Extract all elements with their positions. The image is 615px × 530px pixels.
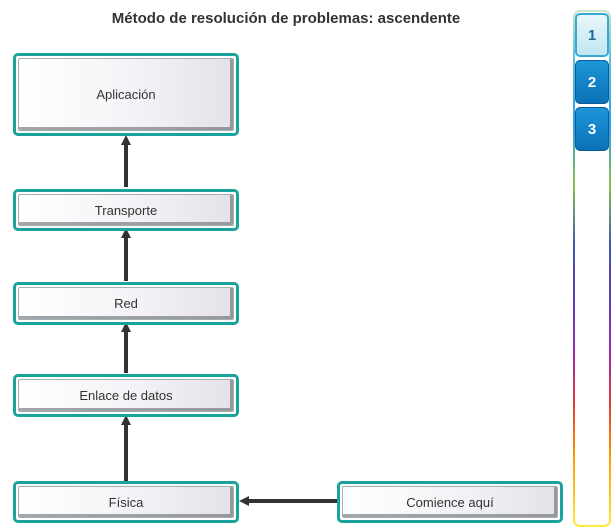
start-here-label: Comience aquí (342, 486, 558, 518)
page-title: Método de resolución de problemas: ascen… (111, 10, 461, 27)
layer-transporte-label: Transporte (18, 194, 234, 226)
step-sidebar-inner: 1 2 3 (575, 12, 609, 525)
layer-red[interactable]: Red (13, 282, 239, 325)
layer-red-label: Red (18, 287, 234, 320)
layer-transporte[interactable]: Transporte (13, 189, 239, 231)
layer-enlace-label: Enlace de datos (18, 379, 234, 412)
step-sidebar: 1 2 3 (573, 10, 611, 527)
layer-aplicacion-label: Aplicación (18, 58, 234, 131)
step-button-2[interactable]: 2 (575, 60, 609, 104)
step-button-3[interactable]: 3 (575, 107, 609, 151)
layer-aplicacion[interactable]: Aplicación (13, 53, 239, 136)
step-button-1[interactable]: 1 (575, 13, 609, 57)
layer-fisica[interactable]: Física (13, 481, 239, 523)
start-here-box[interactable]: Comience aquí (337, 481, 563, 523)
layer-enlace-de-datos[interactable]: Enlace de datos (13, 374, 239, 417)
layer-fisica-label: Física (18, 486, 234, 518)
